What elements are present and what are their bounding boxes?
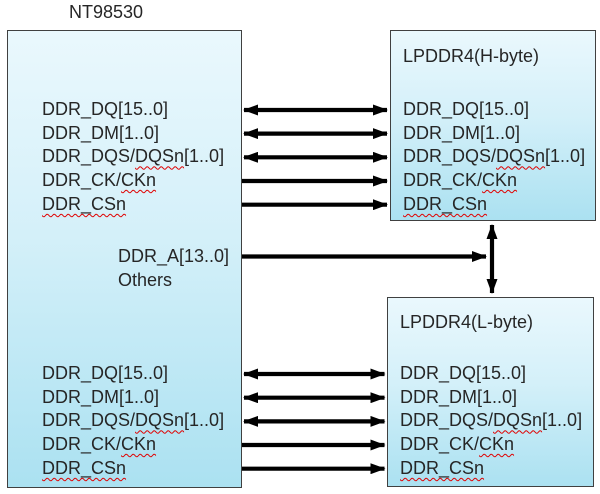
signal-text: Others bbox=[118, 269, 173, 290]
signal-text: DDR_DQ[15..0] bbox=[42, 363, 169, 383]
signal-text: DDR_DQ[15..0] bbox=[403, 99, 530, 119]
misspelled-text: CKn bbox=[482, 170, 518, 191]
signal-text: [1..0] bbox=[545, 146, 586, 167]
memory-h-title: LPDDR4(H-byte) bbox=[403, 46, 540, 66]
signal-text: [1..0] bbox=[184, 410, 225, 431]
signal-text: DDR_DM[1..0] bbox=[42, 386, 160, 407]
signal-row-dm: DDR_DM[1..0] bbox=[403, 122, 585, 146]
signal-row-addr: DDR_A[13..0] bbox=[118, 245, 229, 269]
signal-text: DDR_A[13..0] bbox=[118, 246, 230, 266]
signal-row-dqs: DDR_DQS/DQSn[1..0] bbox=[400, 409, 582, 433]
signal-row-dq: DDR_DQ[15..0] bbox=[400, 362, 582, 386]
signal-row-dqs: DDR_DQS/DQSn[1..0] bbox=[42, 409, 224, 433]
signal-row-ck: DDR_CK/CKn bbox=[400, 433, 582, 457]
signal-row-dm: DDR_DM[1..0] bbox=[42, 386, 224, 410]
signal-text: DDR_DQS/ bbox=[403, 146, 497, 167]
soc-shared-signal-list: DDR_A[13..0] Others bbox=[118, 245, 229, 292]
signal-text: DDR_DQS/ bbox=[400, 410, 494, 431]
signal-text: DDR_DQS/ bbox=[42, 146, 136, 167]
memory-l-box bbox=[387, 297, 594, 487]
misspelled-text: DQSn bbox=[493, 410, 543, 431]
signal-row-dq: DDR_DQ[15..0] bbox=[403, 98, 585, 122]
signal-text: DDR_DQS/ bbox=[42, 410, 136, 431]
signal-text: DDR_CK/ bbox=[400, 434, 480, 455]
signal-row-csn: DDR_CSn bbox=[400, 457, 582, 481]
signal-row-csn: DDR_CSn bbox=[42, 457, 224, 481]
signal-row-dm: DDR_DM[1..0] bbox=[400, 386, 582, 410]
signal-row-ck: DDR_CK/CKn bbox=[42, 169, 224, 193]
signal-text: DDR_DM[1..0] bbox=[42, 122, 160, 143]
signal-text: DDR_CK/ bbox=[403, 170, 483, 191]
signal-row-csn: DDR_CSn bbox=[42, 193, 224, 217]
signal-row-csn: DDR_CSn bbox=[403, 193, 585, 217]
signal-row-ck: DDR_CK/CKn bbox=[42, 433, 224, 457]
misspelled-text: DQSn bbox=[135, 146, 185, 167]
misspelled-text: DDR_CSn bbox=[403, 193, 488, 214]
signal-row-ck: DDR_CK/CKn bbox=[403, 169, 585, 193]
misspelled-text: CKn bbox=[121, 170, 157, 191]
signal-text: DDR_DM[1..0] bbox=[403, 122, 521, 143]
soc-title: NT98530 bbox=[69, 2, 144, 22]
signal-text: [1..0] bbox=[184, 146, 225, 167]
signal-row-dq: DDR_DQ[15..0] bbox=[42, 98, 224, 122]
misspelled-text: CKn bbox=[479, 434, 515, 455]
soc-top-signal-list: DDR_DQ[15..0] DDR_DM[1..0] DDR_DQS/DQSn[… bbox=[42, 98, 224, 217]
signal-text: DDR_DQ[15..0] bbox=[42, 99, 169, 119]
misspelled-text: CKn bbox=[121, 434, 157, 455]
signal-text: DDR_CK/ bbox=[42, 434, 122, 455]
signal-row-others: Others bbox=[118, 269, 229, 293]
misspelled-text: DDR_CSn bbox=[400, 457, 485, 478]
misspelled-text: DQSn bbox=[496, 146, 546, 167]
memory-l-title: LPDDR4(L-byte) bbox=[400, 312, 534, 332]
signal-text: DDR_CK/ bbox=[42, 170, 122, 191]
signal-text: DDR_DM[1..0] bbox=[400, 386, 518, 407]
memory-h-box bbox=[390, 30, 596, 221]
signal-text: [1..0] bbox=[542, 410, 583, 431]
signal-row-dqs: DDR_DQS/DQSn[1..0] bbox=[403, 145, 585, 169]
signal-row-dq: DDR_DQ[15..0] bbox=[42, 362, 224, 386]
misspelled-text: DDR_CSn bbox=[42, 457, 127, 478]
signal-text: DDR_DQ[15..0] bbox=[400, 363, 527, 383]
signal-row-dm: DDR_DM[1..0] bbox=[42, 122, 224, 146]
memory-h-signal-list: DDR_DQ[15..0] DDR_DM[1..0] DDR_DQS/DQSn[… bbox=[403, 98, 585, 217]
soc-box bbox=[7, 30, 242, 488]
signal-row-dqs: DDR_DQS/DQSn[1..0] bbox=[42, 145, 224, 169]
misspelled-text: DDR_CSn bbox=[42, 193, 127, 214]
misspelled-text: DQSn bbox=[135, 410, 185, 431]
soc-bottom-signal-list: DDR_DQ[15..0] DDR_DM[1..0] DDR_DQS/DQSn[… bbox=[42, 362, 224, 481]
memory-l-signal-list: DDR_DQ[15..0] DDR_DM[1..0] DDR_DQS/DQSn[… bbox=[400, 362, 582, 481]
